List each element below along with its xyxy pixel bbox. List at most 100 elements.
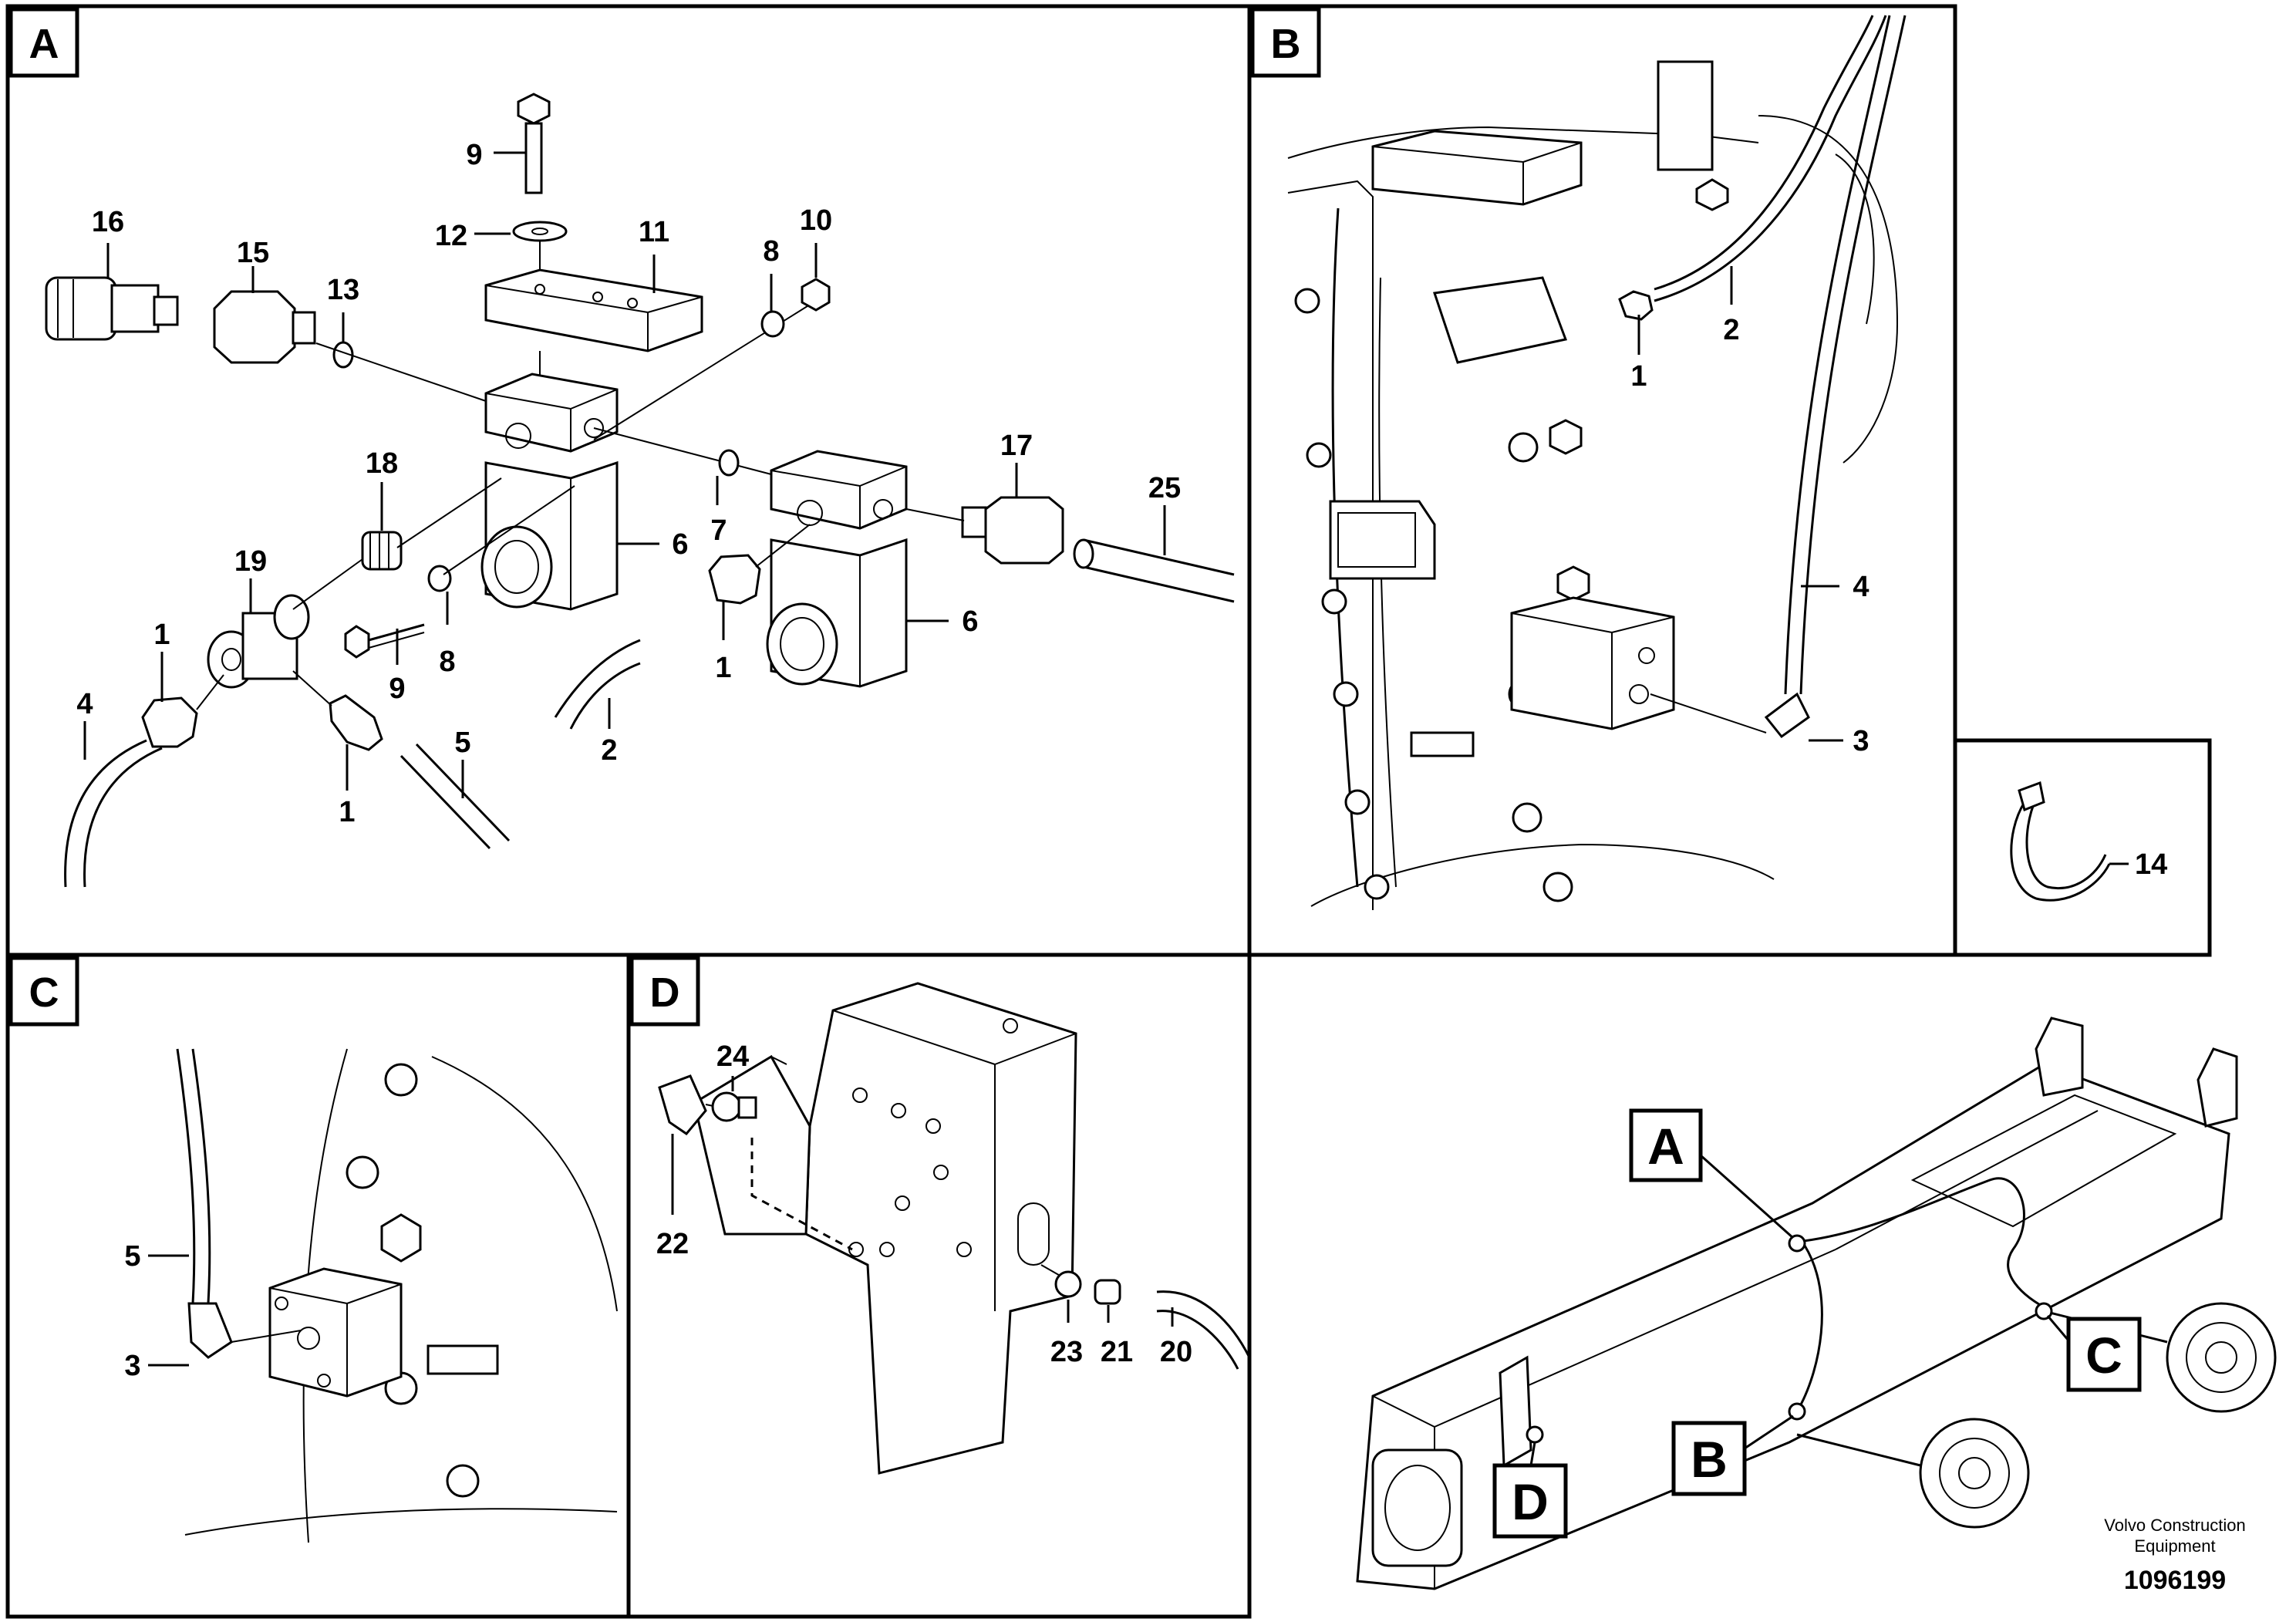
- callout-16: 16: [92, 206, 124, 238]
- panel-c-drawing: [148, 1048, 618, 1543]
- valve-block: [268, 1267, 403, 1398]
- panel-frames: [5, 4, 2212, 1619]
- panel-b-callouts: 1 2 4 3: [1630, 314, 1869, 757]
- callout-15: 15: [237, 237, 269, 269]
- panel-b-letter-box: [1250, 7, 1321, 78]
- frame-tower: [2035, 1017, 2084, 1097]
- bolt-shank: [524, 122, 543, 194]
- overview-label-d: D: [1512, 1473, 1549, 1530]
- washer: [427, 565, 452, 592]
- callout-9: 9: [389, 673, 405, 705]
- wheel-hub-center: [1958, 1457, 1991, 1489]
- bracket-hole: [848, 1242, 864, 1257]
- panel-a-letter: A: [29, 21, 59, 67]
- id-plate: [426, 1344, 499, 1375]
- callout-22: 22: [656, 1228, 689, 1260]
- connector-body: [110, 284, 160, 333]
- bolt-head: [344, 625, 370, 659]
- hex-fitting: [984, 496, 1064, 565]
- connector-thread: [153, 295, 179, 326]
- panel-d-letter-box: [629, 956, 700, 1027]
- callout-9: 9: [466, 139, 482, 171]
- bracket-hole: [895, 1195, 910, 1211]
- nut-thread: [737, 1096, 757, 1119]
- cable-tie-head: [2018, 781, 2045, 812]
- housing-outline: [1287, 126, 1759, 159]
- valve-block-top: [484, 373, 619, 453]
- bracket-upper: [1433, 276, 1568, 364]
- panel-d-frame: [626, 953, 1252, 1619]
- frame-edge: [1372, 1395, 1435, 1428]
- hex-bolt: [1549, 419, 1583, 455]
- bracket-detail: [1337, 512, 1416, 568]
- hose-end: [1073, 538, 1094, 569]
- solenoid-coil-inner: [780, 617, 824, 671]
- hose: [569, 662, 641, 730]
- callout-12: 12: [435, 220, 467, 252]
- callout-1: 1: [339, 796, 355, 828]
- bolt: [1512, 802, 1542, 833]
- frame-tower: [2197, 1047, 2238, 1128]
- hex-bolt: [380, 1213, 422, 1263]
- hose: [176, 1048, 196, 1304]
- callout-11: 11: [639, 216, 669, 248]
- axis-line: [315, 342, 487, 402]
- axis-line: [396, 477, 502, 548]
- nut: [711, 1091, 742, 1122]
- callout-1: 1: [715, 652, 731, 684]
- plate-edge: [647, 296, 703, 313]
- callout-21: 21: [1101, 1336, 1133, 1368]
- hose-fitting: [141, 696, 198, 748]
- callout-8: 8: [763, 235, 779, 268]
- block-edge: [1522, 142, 1582, 163]
- id-plate: [1410, 731, 1475, 757]
- hose: [1654, 15, 1874, 291]
- hose: [1784, 15, 1891, 695]
- nut: [801, 278, 831, 312]
- bracket-hole: [956, 1242, 972, 1257]
- tee-port: [273, 594, 310, 640]
- callout-25: 25: [1148, 472, 1181, 504]
- hose: [1156, 1310, 1239, 1370]
- axis-line: [443, 485, 575, 575]
- callout-2: 2: [601, 734, 617, 767]
- bolt: [1321, 588, 1347, 615]
- callout-5: 5: [454, 727, 470, 759]
- elbow-fitting: [187, 1302, 233, 1359]
- callout-3: 3: [1853, 725, 1869, 757]
- valve-port: [873, 499, 893, 519]
- panel-d-letter: D: [650, 969, 680, 1016]
- valve-edge: [485, 393, 571, 410]
- sensor-housing: [1657, 60, 1714, 171]
- hose-route: [1795, 1245, 1823, 1412]
- bolt: [1344, 789, 1371, 815]
- axis-line: [755, 524, 811, 568]
- wheel-hub-inner: [2186, 1322, 2257, 1393]
- washer: [760, 310, 785, 338]
- callout-13: 13: [327, 274, 359, 306]
- solenoid-coil: [480, 525, 553, 609]
- bolt: [346, 1155, 379, 1189]
- nut: [1054, 1270, 1082, 1298]
- overview-a-box: [1629, 1108, 1703, 1182]
- bracket-tower: [1499, 1355, 1532, 1468]
- wheel-hub-center: [2205, 1341, 2237, 1374]
- panel-a-drawing: [45, 93, 1235, 888]
- bracket-hole: [1003, 1018, 1018, 1034]
- threaded-fitting: [361, 531, 403, 571]
- panel-c-callouts: 5 3: [124, 1240, 140, 1382]
- callout-8: 8: [439, 646, 455, 678]
- callout-18: 18: [366, 447, 398, 480]
- callout-4: 4: [76, 688, 93, 720]
- washer-hole: [531, 228, 548, 235]
- overview-label-b: B: [1691, 1431, 1728, 1488]
- panel-b-letter: B: [1271, 21, 1301, 67]
- overview-labels: A B C D: [1512, 1118, 2122, 1530]
- leader-line-c: [2046, 1315, 2070, 1341]
- callout-23: 23: [1050, 1336, 1083, 1368]
- bracket-hole: [933, 1165, 949, 1180]
- bolt: [317, 1374, 331, 1388]
- bracket: [1329, 500, 1436, 580]
- callout-24: 24: [716, 1040, 749, 1073]
- plate-edge: [485, 285, 649, 313]
